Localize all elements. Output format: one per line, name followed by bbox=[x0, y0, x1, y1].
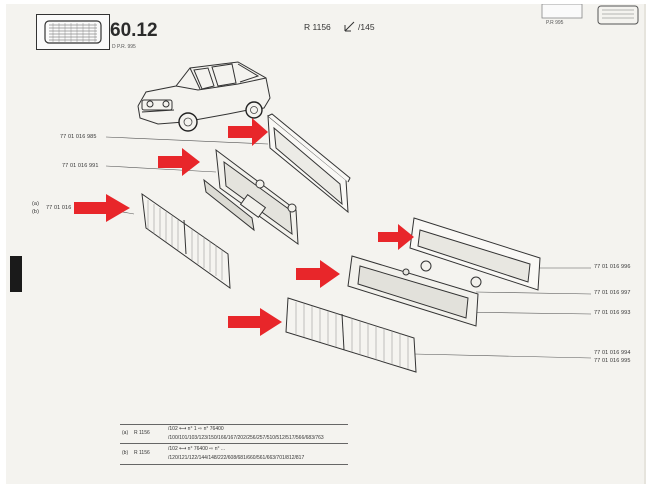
part-number-996: 77 01 016 996 bbox=[594, 264, 631, 270]
page-edge-tab bbox=[10, 256, 22, 292]
legend-rule-mid bbox=[120, 443, 348, 444]
part-label-b: (b) bbox=[32, 209, 40, 215]
indicator-lens-left bbox=[141, 192, 231, 290]
leader-line-991 bbox=[105, 165, 217, 173]
legend-row-a-line2: /100/101/103/123/150/166/167/202/256/257… bbox=[168, 435, 324, 441]
leader-line-997 bbox=[475, 291, 592, 295]
part-number-bottom-1: 77 01 016 994 bbox=[594, 350, 631, 356]
arrow-icon-6 bbox=[228, 308, 282, 336]
lamp-housing-991 bbox=[203, 148, 299, 246]
model-ref-suffix: /145 bbox=[358, 22, 375, 32]
fold-arrow-icon bbox=[344, 21, 355, 32]
next-page-header-fragment bbox=[541, 4, 639, 25]
leader-line-985 bbox=[105, 136, 269, 145]
part-number-985: 77 01 016 985 bbox=[60, 134, 97, 140]
part-number-bottom-2: 77 01 016 995 bbox=[594, 358, 631, 364]
legend-rule-top bbox=[120, 424, 348, 425]
arrow-icon-5 bbox=[296, 260, 340, 288]
highlight-arrows bbox=[74, 118, 414, 336]
model-ref: R 1156 bbox=[304, 22, 331, 32]
parts-diagram bbox=[74, 113, 592, 373]
legend-row-b-label: (b) bbox=[122, 450, 129, 456]
grille-thumbnail-icon bbox=[44, 20, 102, 44]
part-number-991: 77 01 016 991 bbox=[62, 163, 99, 169]
car-illustration bbox=[137, 61, 271, 132]
lamp-housing-997 bbox=[347, 255, 482, 327]
legend-row-b-line1: /102 ⟷ n° 76400 ⇨ n° ... bbox=[168, 446, 226, 452]
catalog-page: 60.12 D P.R. 995 R 1156 /145 P.R 995 bbox=[6, 4, 646, 484]
indicator-lens-right bbox=[285, 297, 417, 373]
legend-row-b-model: R 1156 bbox=[134, 450, 150, 456]
leader-line-bottom bbox=[413, 353, 592, 359]
arrow-icon-4 bbox=[378, 224, 414, 250]
leader-line-993 bbox=[455, 311, 592, 315]
arrow-icon-1 bbox=[228, 118, 268, 146]
arrow-icon-3 bbox=[74, 194, 130, 222]
part-number-993: 77 01 016 993 bbox=[594, 310, 631, 316]
bezel-frame-985 bbox=[267, 113, 351, 214]
part-number-997: 77 01 016 997 bbox=[594, 290, 631, 296]
next-page-sub: P.R 995 bbox=[546, 20, 564, 26]
legend-row-b-line2: /120/121/122/144/148/222/608/681/660/561… bbox=[168, 455, 305, 461]
page-number: 60.12 bbox=[110, 20, 158, 41]
bezel-frame-996 bbox=[409, 217, 541, 291]
legend-row-a-label: (a) bbox=[122, 430, 129, 436]
arrow-icon-2 bbox=[158, 148, 200, 176]
legend-rule-bottom bbox=[120, 464, 348, 465]
page-sub: D P.R. 995 bbox=[112, 44, 136, 50]
header-logo-box bbox=[36, 14, 110, 50]
legend-row-a-model: R 1156 bbox=[134, 430, 150, 436]
part-label-a: (a) bbox=[32, 201, 40, 207]
part-number-left: 77 01 016 bbox=[46, 205, 72, 211]
legend-row-a-line1: /102 ⟷ n° 1 ⇨ n° 76400 bbox=[168, 426, 224, 432]
